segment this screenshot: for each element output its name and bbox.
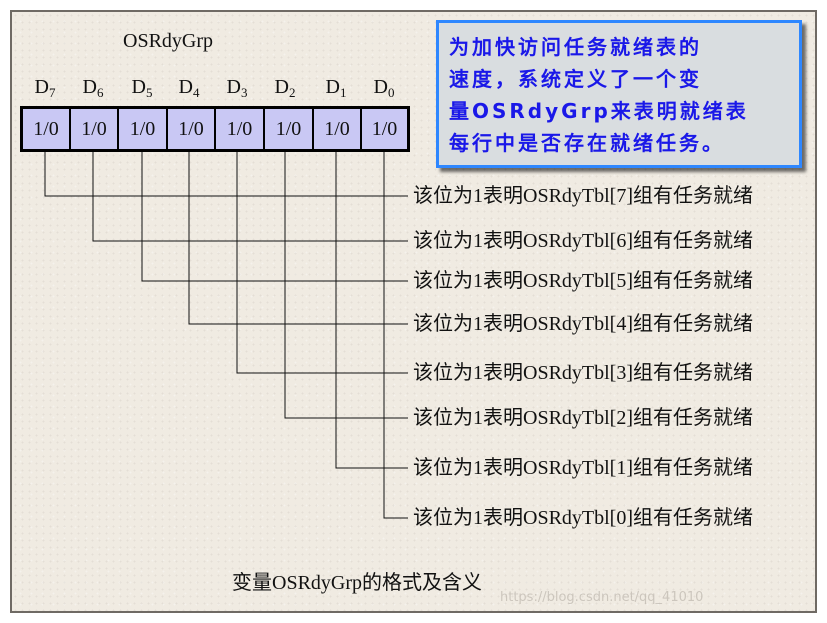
bit-cell-d6: 1/0	[71, 109, 119, 149]
bit-label-d6: D6	[82, 76, 104, 100]
bit-cell-d5: 1/0	[119, 109, 168, 149]
bit-description-d3: 该位为1表明OSRdyTbl[3]组有任务就绪	[413, 362, 753, 384]
leader-line-d6	[92, 152, 408, 242]
bit-cell-d1: 1/0	[314, 109, 362, 149]
note-line: 量OSRdyGrp来表明就绪表	[449, 99, 749, 123]
bit-label-d5: D5	[131, 76, 153, 100]
bit-label-d0: D0	[373, 76, 395, 100]
register-name: OSRdyGrp	[123, 30, 214, 52]
leader-line-d4	[188, 152, 408, 325]
bit-description-d6: 该位为1表明OSRdyTbl[6]组有任务就绪	[413, 230, 753, 252]
bit-description-d1: 该位为1表明OSRdyTbl[1]组有任务就绪	[413, 457, 753, 479]
leader-line-d2	[284, 152, 408, 419]
leader-line-d5	[141, 152, 408, 282]
note-box: 为加快访问任务就绪表的 速度，系统定义了一个变 量OSRdyGrp来表明就绪表 …	[436, 20, 802, 168]
figure-caption: 变量OSRdyGrp的格式及含义	[232, 572, 483, 594]
bit-cell-d4: 1/0	[168, 109, 216, 149]
bit-cell-d7: 1/0	[23, 109, 71, 149]
note-line: 每行中是否存在就绪任务。	[449, 131, 725, 155]
bit-label-d2: D2	[274, 76, 296, 100]
bit-label-d4: D4	[178, 76, 200, 100]
leader-line-d7	[44, 152, 408, 197]
bit-cell-d2: 1/0	[265, 109, 314, 149]
leader-line-d1	[335, 152, 408, 469]
bit-description-d5: 该位为1表明OSRdyTbl[5]组有任务就绪	[413, 270, 753, 292]
bit-label-d7: D7	[34, 76, 56, 100]
leader-line-d0	[383, 152, 408, 519]
bit-cell-d3: 1/0	[216, 109, 265, 149]
leader-line-d3	[236, 152, 408, 374]
bit-label-d3: D3	[226, 76, 248, 100]
watermark: https://blog.csdn.net/qq_41010	[500, 590, 704, 605]
bit-description-d2: 该位为1表明OSRdyTbl[2]组有任务就绪	[413, 407, 753, 429]
bit-description-d4: 该位为1表明OSRdyTbl[4]组有任务就绪	[413, 313, 753, 335]
bit-label-d1: D1	[325, 76, 347, 100]
note-text: 为加快访问任务就绪表的 速度，系统定义了一个变 量OSRdyGrp来表明就绪表 …	[439, 23, 799, 165]
bit-description-d0: 该位为1表明OSRdyTbl[0]组有任务就绪	[413, 507, 753, 529]
bit-cell-d0: 1/0	[371, 118, 398, 140]
note-line: 为加快访问任务就绪表的	[449, 35, 702, 59]
bit-description-d7: 该位为1表明OSRdyTbl[7]组有任务就绪	[413, 185, 753, 207]
note-line: 速度，系统定义了一个变	[449, 67, 702, 91]
